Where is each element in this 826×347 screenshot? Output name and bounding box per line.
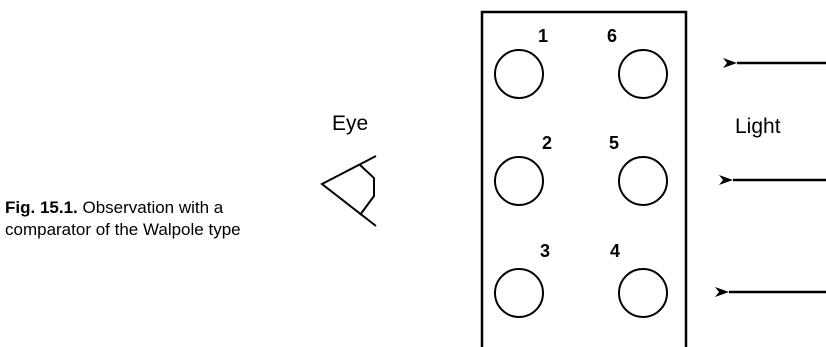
- eye-label: Eye: [332, 112, 368, 135]
- tube-4: 4: [610, 241, 668, 318]
- light-label: Light: [735, 115, 781, 138]
- tube-3: 3: [494, 241, 550, 318]
- tube-number: 5: [609, 133, 619, 153]
- figure-caption: Fig. 15.1. Observation with a comparator…: [5, 197, 305, 241]
- tube-circle: [494, 156, 544, 206]
- tube-2: 2: [494, 133, 552, 206]
- tube-circle: [494, 49, 544, 99]
- tube-number: 6: [607, 26, 617, 46]
- tube-circle: [618, 268, 668, 318]
- eye-icon: [320, 155, 377, 227]
- tube-6: 6: [607, 26, 668, 99]
- figure-caption-text: Observation with a comparator of the Wal…: [5, 198, 241, 239]
- tube-circle: [618, 156, 668, 206]
- tube-number: 4: [610, 241, 620, 261]
- tube-number: 1: [538, 26, 548, 46]
- comparator-block: [480, 10, 688, 347]
- tube-circle: [618, 49, 668, 99]
- tube-circle: [494, 268, 544, 318]
- tube-number: 3: [540, 241, 550, 261]
- tube-5: 5: [609, 133, 668, 206]
- figure-label: Fig. 15.1.: [5, 198, 78, 217]
- tube-number: 2: [542, 133, 552, 153]
- tube-1: 1: [494, 26, 548, 99]
